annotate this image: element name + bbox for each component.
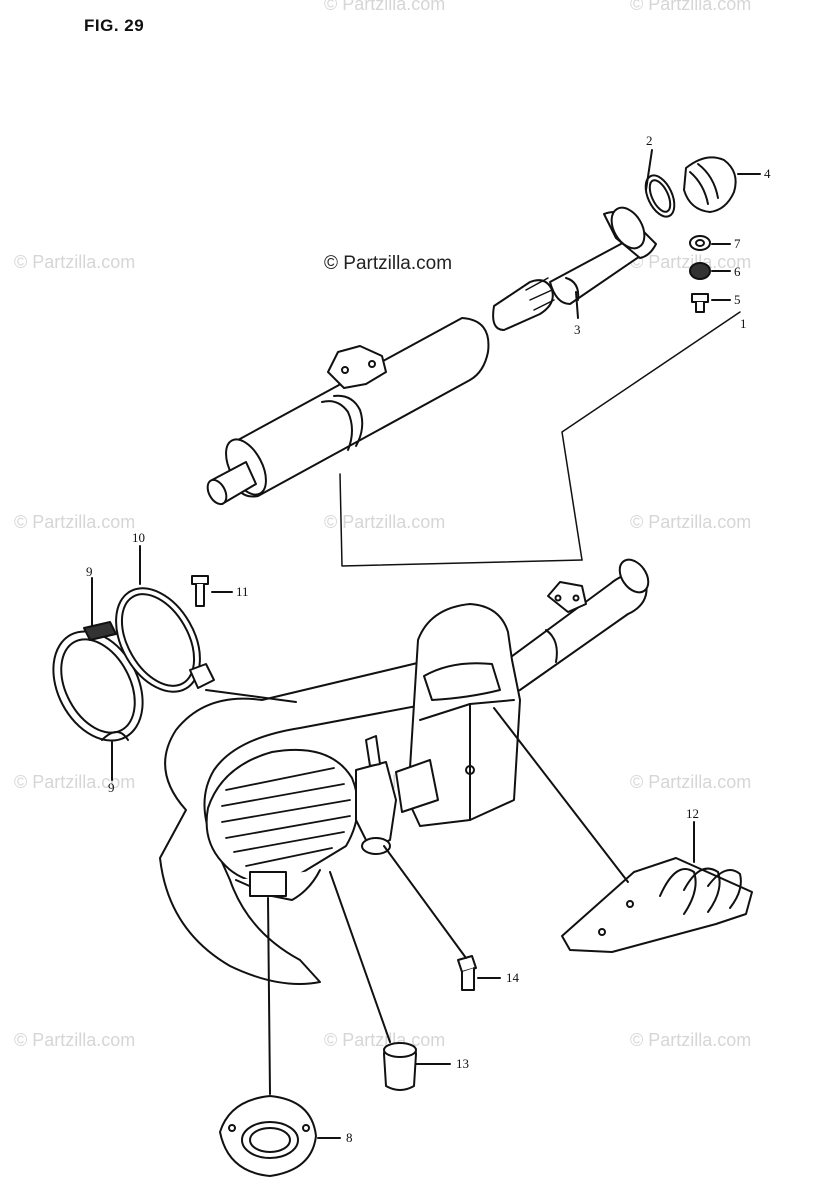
leader-line: [383, 845, 467, 959]
bolt-14: [457, 955, 477, 991]
rubber-cap: [383, 1042, 417, 1091]
clamp-band: [115, 587, 215, 693]
nut: [689, 262, 711, 280]
callout-2: 2: [646, 133, 653, 148]
callout-10: 10: [132, 530, 145, 545]
leader-line: [267, 897, 271, 1095]
figure-label: FIG. 29: [84, 16, 145, 35]
clamp-ring-large: [52, 621, 144, 742]
callout-9: 9: [86, 564, 93, 579]
cylinder-head: [205, 748, 359, 901]
end-cap: [683, 156, 737, 213]
washer: [689, 235, 711, 251]
heat-guard: [561, 857, 753, 953]
exhaust-flange: [219, 1095, 317, 1177]
watermark: © Partzilla.com: [630, 512, 752, 532]
watermark: © Partzilla.com: [14, 772, 136, 792]
watermark: © Partzilla.com: [14, 1030, 136, 1050]
watermark: © Partzilla.com: [14, 512, 136, 532]
watermark: © Partzilla.com: [630, 0, 752, 14]
callout-4: 4: [764, 166, 771, 181]
callout-9-lower: 9: [108, 780, 115, 795]
watermark: © Partzilla.com: [630, 772, 752, 792]
silencer-body: [206, 317, 490, 506]
watermark: © Partzilla.com: [630, 1030, 752, 1050]
leader-line: [645, 149, 653, 191]
bolt-11: [191, 575, 209, 607]
gasket-ring: [644, 174, 676, 218]
callout-8: 8: [346, 1130, 353, 1145]
watermark: © Partzilla.com: [14, 252, 136, 272]
leader-line: [493, 707, 629, 883]
callout-14: 14: [506, 970, 519, 985]
carburetor: [355, 735, 439, 855]
callout-5: 5: [734, 292, 741, 307]
watermark: © Partzilla.com: [324, 0, 446, 14]
watermark: © Partzilla.com: [630, 252, 752, 272]
callout-3: 3: [574, 322, 581, 337]
watermark: © Partzilla.com: [324, 512, 446, 532]
callout-1: 1: [740, 316, 747, 331]
leader-line: [561, 311, 741, 561]
copyright-text: © Partzilla.com: [324, 253, 453, 274]
baffle-tube: [549, 206, 657, 305]
leader-line: [329, 871, 391, 1043]
leader-line: [575, 291, 579, 319]
callout-12: 12: [686, 806, 699, 821]
callout-6: 6: [734, 264, 741, 279]
callout-13: 13: [456, 1056, 469, 1071]
air-box: [407, 603, 521, 827]
watermark: © Partzilla.com: [324, 1030, 446, 1050]
bolt-small: [691, 293, 709, 313]
leader-line: [205, 689, 297, 703]
callout-11: 11: [236, 584, 249, 599]
spark-arrester-cone: [492, 277, 555, 331]
callout-7: 7: [734, 236, 741, 251]
leader-line: [339, 473, 583, 567]
